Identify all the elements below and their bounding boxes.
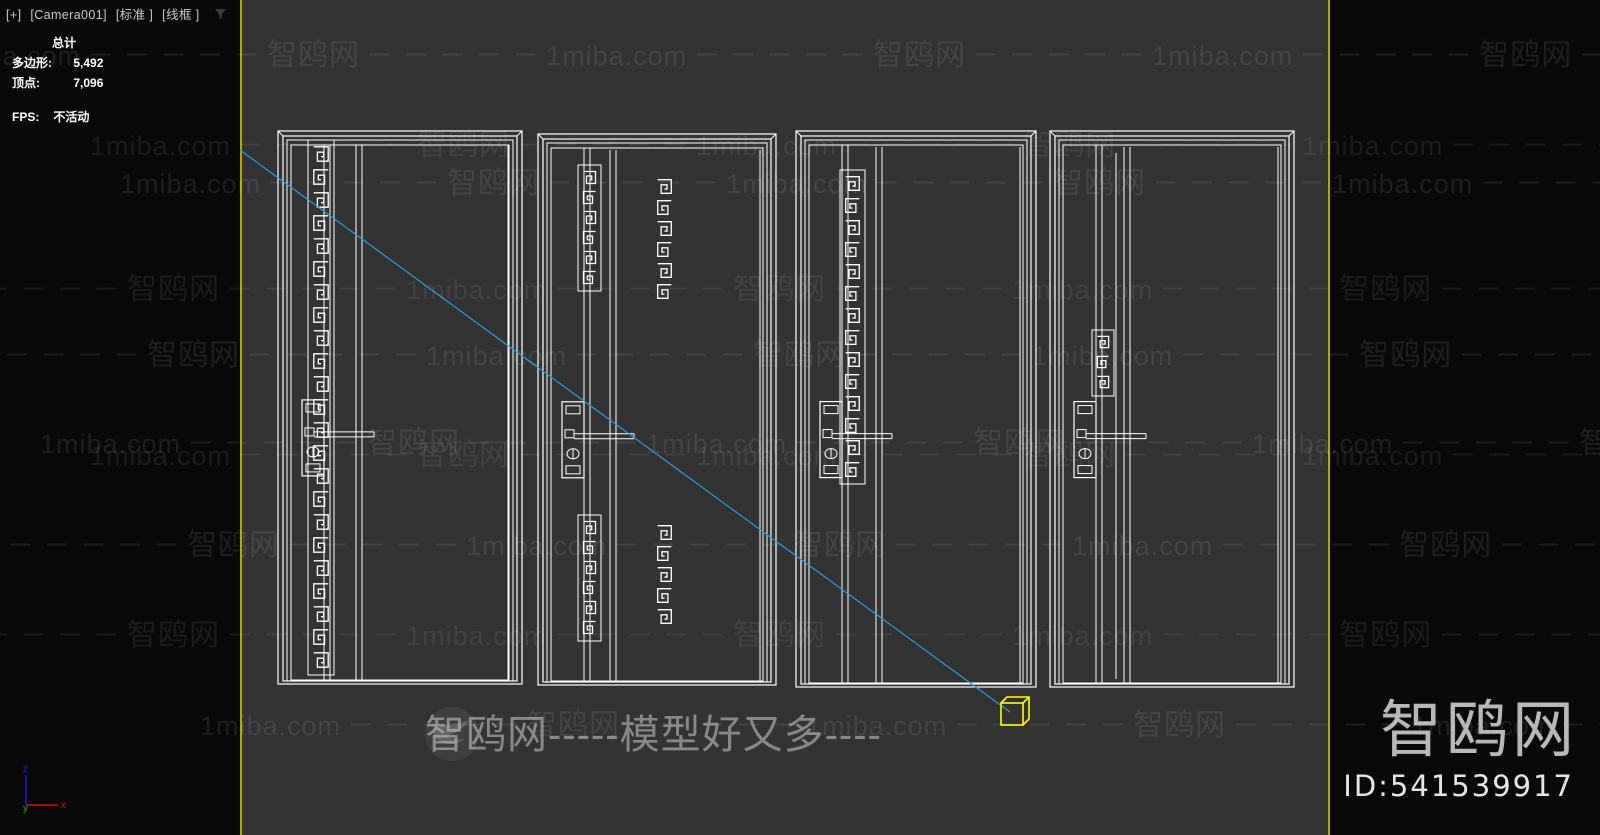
viewport-plus-toggle[interactable]: [+] xyxy=(6,8,22,22)
axis-y-label: y xyxy=(23,803,28,814)
stats-fps-label: FPS: xyxy=(12,110,40,124)
axis-z-label: z xyxy=(23,764,28,775)
viewport-display-mode[interactable]: [线框 ] xyxy=(162,8,200,22)
stats-fps-value: 不活动 xyxy=(53,110,90,124)
stats-polygons-value: 5,492 xyxy=(73,56,104,70)
stats-total-label: 总计 xyxy=(52,36,77,50)
door-4[interactable] xyxy=(1036,117,1308,701)
axis-tripod-gizmo: x y z xyxy=(14,757,74,817)
model-id-text: ID:541539917 xyxy=(1343,769,1574,803)
stats-polygons-label: 多边形: xyxy=(12,56,52,70)
center-tagline: 智鸥网-----模型好又多---- xyxy=(425,713,882,757)
viewport-label[interactable]: [+] [Camera001] [标准 ] [线框 ] xyxy=(6,4,227,24)
bird-logo-icon xyxy=(424,706,480,767)
viewport-shading-preset[interactable]: [标准 ] xyxy=(115,8,154,22)
door-2[interactable] xyxy=(524,120,790,699)
axis-x-label: x xyxy=(61,800,66,811)
door-1[interactable] xyxy=(264,117,536,698)
statistics-overlay: 总计 多边形: 5,492 顶点: 7,096 FPS: 不活动 xyxy=(12,33,103,127)
funnel-icon[interactable] xyxy=(214,8,227,24)
stats-vertices-value: 7,096 xyxy=(73,76,104,90)
stats-vertices-label: 顶点: xyxy=(12,76,40,90)
stats-polygons-row: 多边形: 5,492 xyxy=(12,53,103,73)
door-3[interactable] xyxy=(782,117,1050,701)
viewport-camera-name[interactable]: [Camera001] xyxy=(30,8,107,22)
brand-watermark: 智鸥网 xyxy=(1379,693,1578,766)
stats-fps-row: FPS: 不活动 xyxy=(12,107,103,127)
stats-vertices-row: 顶点: 7,096 xyxy=(12,73,103,93)
